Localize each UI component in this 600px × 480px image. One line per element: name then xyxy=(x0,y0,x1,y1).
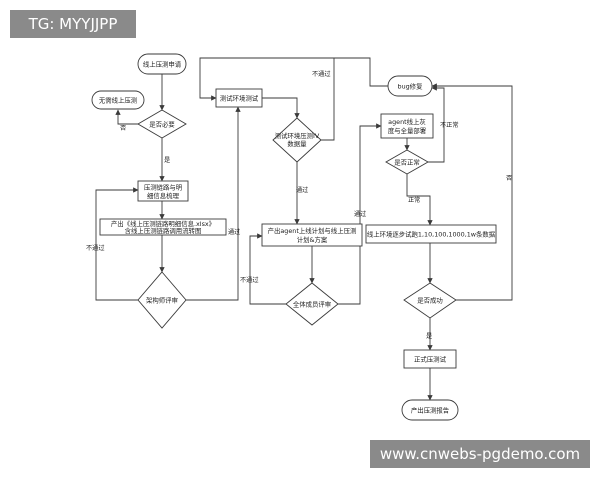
node-env-data-line1: 测试环境压测IV xyxy=(275,131,320,140)
edge-label-no-necessary: 否 xyxy=(120,125,126,132)
node-output-list: 产出《线上压测链路明细信息.xlsx》 含线上压测链路调用流转图 xyxy=(99,218,227,236)
edge-envdata-fail xyxy=(199,57,335,141)
edges xyxy=(95,57,513,401)
edge-archreview-fail xyxy=(95,187,140,301)
edge-label-fail-envdata: 不通过 xyxy=(312,70,331,78)
node-necessary-label: 是否必要 xyxy=(149,120,175,129)
edge-label-normal: 正常 xyxy=(408,196,420,204)
node-env-test: 测试环境测试 xyxy=(215,88,263,108)
edge-label-pass-envdata: 通过 xyxy=(296,186,308,194)
node-online-step-label: 线上环境逐步试跑1,10,100,1000,1w条数据 xyxy=(367,230,496,239)
node-arch-review: 架构师评审 xyxy=(137,271,187,329)
node-all-review-label: 全体成员评审 xyxy=(293,300,331,309)
node-apply-label: 线上压测申请 xyxy=(143,60,182,69)
edge-label-pass-arch: 通过 xyxy=(228,228,240,236)
edge-label-abnormal: 不正常 xyxy=(440,121,459,129)
edge-normal-onlinestep xyxy=(406,174,433,226)
node-agent-gray-line1: agent线上灰 xyxy=(388,117,426,126)
watermark-bottom-badge: www.cnwebs-pgdemo.com xyxy=(370,440,590,468)
edge-label-fail-arch: 不通过 xyxy=(86,244,105,252)
node-sort-out-line2: 细信息梳理 xyxy=(147,191,180,200)
node-sort-out-line1: 压测链路与明 xyxy=(144,183,182,192)
node-bug-fix: bug修复 xyxy=(387,75,433,97)
edge-archreview-pass xyxy=(184,106,241,301)
edge-envtest-envdata xyxy=(262,97,300,119)
node-env-data-line2: 数据量 xyxy=(287,139,307,148)
node-apply: 线上压测申请 xyxy=(137,53,187,75)
node-report: 产出压测报告 xyxy=(401,399,459,421)
node-plan-line1: 产出agent上线计划与线上压测 xyxy=(268,226,357,235)
node-plan: 产出agent上线计划与线上压测 计划&方案 xyxy=(261,223,363,247)
node-necessary: 是否必要 xyxy=(137,109,187,139)
node-arch-review-label: 架构师评审 xyxy=(146,296,178,305)
node-plan-line2: 计划&方案 xyxy=(297,235,328,244)
edge-labels: 否 是 不通过 通过 不通过 通过 不通过 通过 不正常 正常 否 是 xyxy=(86,70,512,340)
edge-label-yes-necessary: 是 xyxy=(164,157,170,164)
node-normal: 是否正常 xyxy=(385,149,429,175)
edge-allreview-fail xyxy=(249,233,286,305)
node-normal-label: 是否正常 xyxy=(394,158,420,167)
edge-success-no xyxy=(431,83,513,301)
node-bug-fix-label: bug修复 xyxy=(398,82,424,91)
node-env-test-label: 测试环境测试 xyxy=(220,94,259,103)
node-output-list-line1: 产出《线上压测链路明细信息.xlsx》 xyxy=(111,219,215,228)
node-report-label: 产出压测报告 xyxy=(411,406,450,415)
node-agent-gray: agent线上灰 度与全量部署 xyxy=(380,113,434,139)
edge-allreview-pass xyxy=(338,123,382,305)
node-formal-label: 正式压测试 xyxy=(414,355,447,364)
node-agent-gray-line2: 度与全量部署 xyxy=(388,126,427,135)
edge-necessary-notest xyxy=(115,109,140,125)
edge-label-pass-allreview: 通过 xyxy=(354,210,366,218)
node-env-data: 测试环境压测IV 数据量 xyxy=(272,117,322,163)
node-output-list-line2: 含线上压测链路调用流转图 xyxy=(125,226,202,235)
watermark-top-badge: TG: MYYJJPP xyxy=(10,10,136,38)
node-sort-out: 压测链路与明 细信息梳理 xyxy=(137,180,189,202)
node-no-test: 无需线上压测 xyxy=(91,90,145,110)
node-success: 是否成功 xyxy=(403,282,457,319)
edge-normal-abnormal xyxy=(428,85,445,163)
node-success-label: 是否成功 xyxy=(417,296,443,305)
edge-label-fail-allreview: 不通过 xyxy=(240,276,259,284)
edge-label-yes-success: 是 xyxy=(426,333,432,340)
node-formal: 正式压测试 xyxy=(403,349,457,369)
edge-bugfix-loop xyxy=(334,57,388,87)
edge-label-no-success: 否 xyxy=(506,175,512,182)
node-online-step: 线上环境逐步试跑1,10,100,1000,1w条数据 xyxy=(365,224,497,244)
node-no-test-label: 无需线上压测 xyxy=(99,96,137,105)
node-all-review: 全体成员评审 xyxy=(285,282,339,326)
